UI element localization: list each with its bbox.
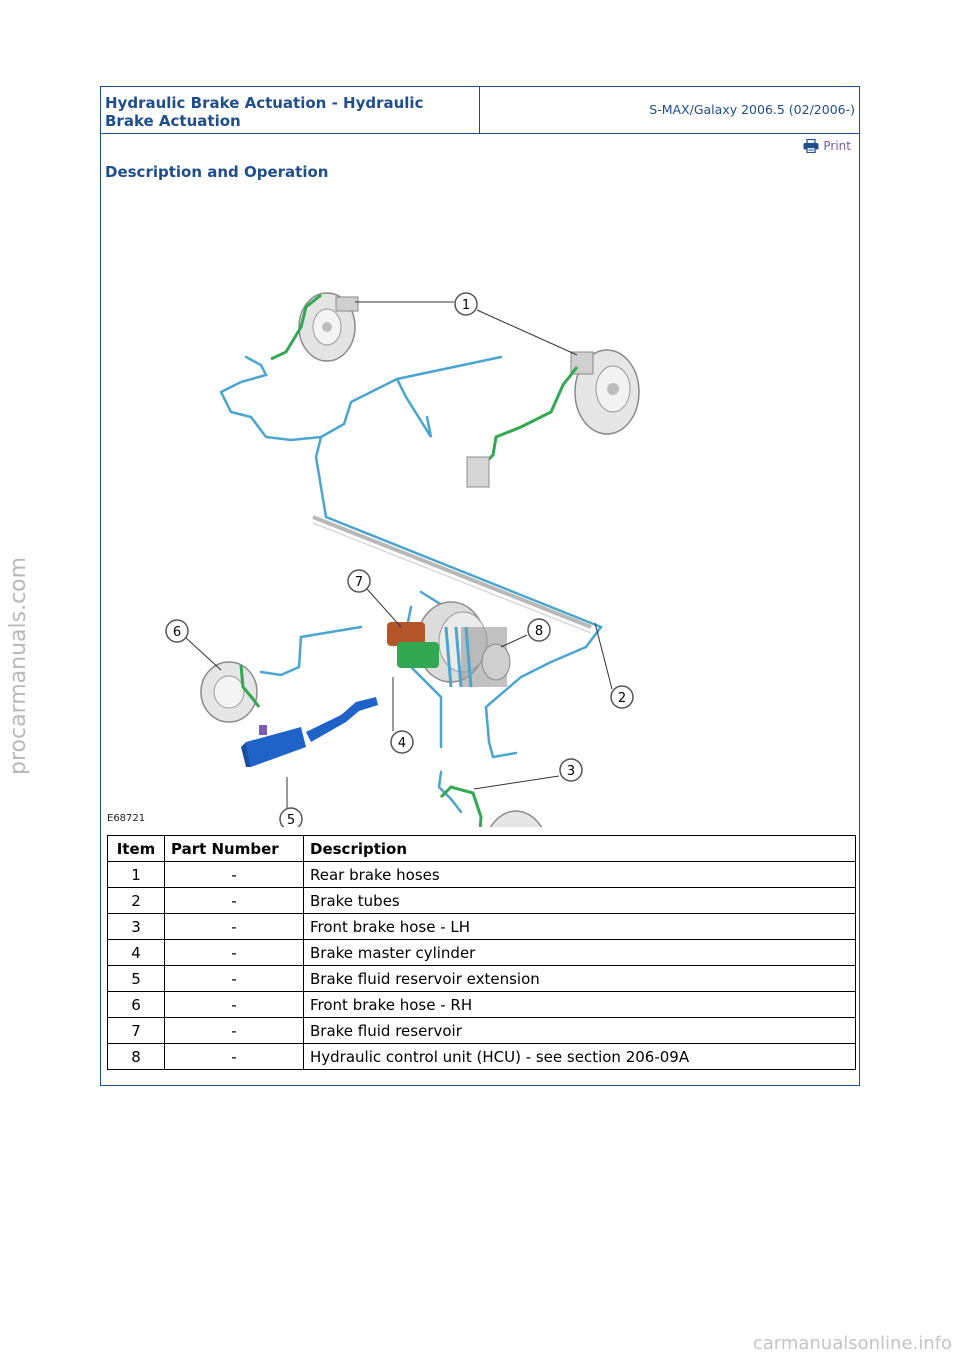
header-divider: [479, 87, 480, 133]
print-button[interactable]: Print: [803, 139, 851, 153]
part-number-cell: -: [164, 939, 304, 966]
svg-text:5: 5: [287, 813, 295, 827]
description-cell: Hydraulic control unit (HCU) - see secti…: [303, 1043, 856, 1070]
item-cell: 7: [107, 1017, 165, 1044]
item-cell: 4: [107, 939, 165, 966]
column-header-part-number: Part Number: [164, 835, 304, 862]
table-row: 6 - Front brake hose - RH: [107, 991, 856, 1018]
part-number-cell: -: [164, 913, 304, 940]
column-header-item: Item: [107, 835, 165, 862]
description-cell: Front brake hose - RH: [303, 991, 856, 1018]
callout-1: 1: [454, 292, 478, 316]
bottom-watermark: carmanualsonline.info: [752, 1333, 952, 1354]
rear-right-brake-assembly: [570, 349, 640, 435]
document-header: Hydraulic Brake Actuation - Hydraulic Br…: [101, 87, 859, 134]
callout-5: 5: [279, 807, 303, 827]
front-left-brake-assembly: [489, 810, 543, 827]
svg-text:6: 6: [173, 625, 181, 640]
parts-table: Item Part Number Description 1 - Rear br…: [107, 835, 856, 1070]
description-cell: Front brake hose - LH: [303, 913, 856, 940]
part-number-cell: -: [164, 1017, 304, 1044]
table-row: 1 - Rear brake hoses: [107, 861, 856, 888]
svg-text:2: 2: [618, 691, 626, 706]
description-cell: Brake master cylinder: [303, 939, 856, 966]
figure-code: E68721: [107, 813, 145, 824]
part-number-cell: -: [164, 861, 304, 888]
item-cell: 3: [107, 913, 165, 940]
vehicle-model-label: S-MAX/Galaxy 2006.5 (02/2006-): [649, 102, 855, 117]
svg-text:1: 1: [462, 298, 470, 313]
item-cell: 5: [107, 965, 165, 992]
brake-master-cylinder-shape: [397, 642, 439, 668]
part-number-cell: -: [164, 887, 304, 914]
side-watermark: procarmanuals.com: [6, 556, 31, 775]
part-number-cell: -: [164, 1043, 304, 1070]
svg-text:3: 3: [567, 764, 575, 779]
rear-left-brake-assembly: [298, 292, 359, 362]
table-row: 7 - Brake fluid reservoir: [107, 1017, 856, 1044]
part-number-cell: -: [164, 991, 304, 1018]
printer-icon: [803, 139, 819, 153]
callout-7: 7: [347, 569, 371, 593]
callout-3: 3: [559, 758, 583, 782]
description-cell: Brake tubes: [303, 887, 856, 914]
description-cell: Rear brake hoses: [303, 861, 856, 888]
description-cell: Brake fluid reservoir: [303, 1017, 856, 1044]
brake-fluid-reservoir-extension-shape: [241, 697, 378, 767]
brake-system-diagram: 1 2 3 4 5 6 7: [101, 187, 859, 827]
table-row: 3 - Front brake hose - LH: [107, 913, 856, 940]
page-title: Hydraulic Brake Actuation - Hydraulic Br…: [105, 94, 424, 130]
callout-2: 2: [610, 685, 634, 709]
table-row: 5 - Brake fluid reservoir extension: [107, 965, 856, 992]
callout-6: 6: [165, 619, 189, 643]
item-cell: 6: [107, 991, 165, 1018]
callout-4: 4: [390, 730, 414, 754]
item-cell: 1: [107, 861, 165, 888]
table-header-row: Item Part Number Description: [107, 835, 856, 862]
callout-8: 8: [527, 618, 551, 642]
table-row: 2 - Brake tubes: [107, 887, 856, 914]
svg-text:4: 4: [398, 736, 406, 751]
print-label: Print: [823, 139, 851, 153]
table-row: 8 - Hydraulic control unit (HCU) - see s…: [107, 1043, 856, 1070]
item-cell: 8: [107, 1043, 165, 1070]
description-cell: Brake fluid reservoir extension: [303, 965, 856, 992]
document-frame: Hydraulic Brake Actuation - Hydraulic Br…: [100, 86, 860, 1086]
section-title: Description and Operation: [105, 163, 329, 181]
item-cell: 2: [107, 887, 165, 914]
column-header-description: Description: [303, 835, 856, 862]
part-number-cell: -: [164, 965, 304, 992]
table-row: 4 - Brake master cylinder: [107, 939, 856, 966]
svg-text:7: 7: [355, 575, 363, 590]
brake-fluid-reservoir-shape: [387, 622, 425, 646]
svg-text:8: 8: [535, 624, 543, 639]
